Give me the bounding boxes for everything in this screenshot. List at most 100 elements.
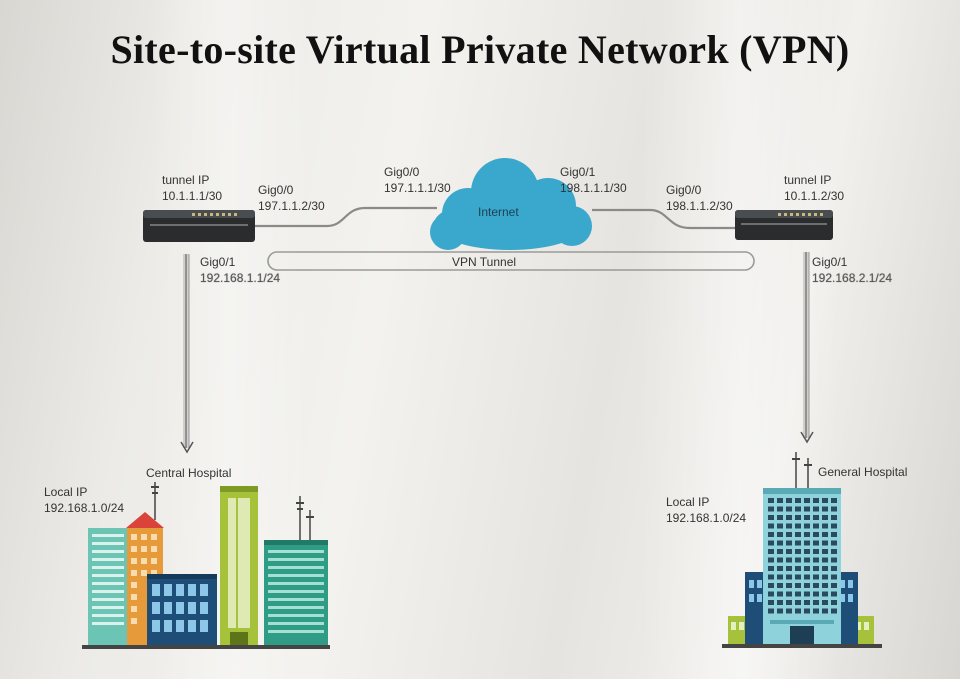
tower-window: [768, 523, 774, 529]
tower-window: [804, 574, 810, 580]
tower-window: [795, 600, 801, 605]
tower-window: [822, 549, 828, 554]
tower-window: [795, 540, 801, 546]
tower-window: [822, 608, 828, 614]
vpn-tunnel-label: VPN Tunnel: [452, 255, 517, 269]
left-router-icon: [143, 210, 255, 242]
general-local-value: 192.168.1.0/24: [666, 511, 747, 525]
left-tunnel-value: 10.1.1.1/30: [162, 189, 223, 203]
tower-window: [822, 566, 828, 571]
tower-window: [795, 549, 801, 554]
tower-window: [777, 515, 783, 520]
tower-window: [768, 557, 774, 563]
central-local-value: 192.168.1.0/24: [44, 501, 125, 515]
tower-window: [813, 608, 819, 614]
tower-window: [831, 608, 837, 614]
tower-window: [813, 540, 819, 546]
tower-window: [768, 540, 774, 546]
tower-window: [768, 574, 774, 580]
tower-window: [777, 566, 783, 571]
tower-window: [786, 506, 792, 512]
tower-window: [804, 506, 810, 512]
tower-window: [777, 540, 783, 546]
tower-window: [786, 515, 792, 520]
tower-window: [804, 608, 810, 614]
tower-window: [786, 591, 792, 597]
tower-window: [813, 557, 819, 563]
right-wan-interface: Gig0/0 198.1.1.2/30: [666, 182, 733, 214]
left-lan-ip: 192.168.1.1/24: [200, 271, 281, 285]
tower-window: [831, 498, 837, 503]
tower-window: [831, 583, 837, 588]
left-lan-if: Gig0/1: [200, 255, 236, 269]
internet-left-interface: Gig0/0 197.1.1.1/30: [384, 164, 451, 196]
tower-window: [831, 600, 837, 605]
tower-window: [777, 506, 783, 512]
tower-window: [768, 506, 774, 512]
tower-window: [804, 498, 810, 503]
tower-window: [786, 532, 792, 537]
tower-window: [813, 583, 819, 588]
right-wan-if: Gig0/0: [666, 183, 702, 197]
tower-window: [831, 506, 837, 512]
tower-window: [786, 574, 792, 580]
central-local-label: Local IP: [44, 485, 88, 499]
right-lan-if: Gig0/1: [812, 255, 848, 269]
tower-window: [786, 608, 792, 614]
tower-window: [777, 523, 783, 529]
tower-window: [768, 498, 774, 503]
tower-window: [804, 532, 810, 537]
tower-window: [804, 523, 810, 529]
tower-window: [822, 532, 828, 537]
tower-window: [777, 549, 783, 554]
right-lan-interface: Gig0/1 192.168.2.1/24: [812, 254, 892, 286]
left-wan-if: Gig0/0: [258, 183, 294, 197]
right-tunnel-value: 10.1.1.2/30: [784, 189, 845, 203]
vpn-tunnel: [267, 251, 755, 271]
right-tunnel-ip: tunnel IP 10.1.1.2/30: [784, 172, 844, 204]
tower-window: [786, 583, 792, 588]
tower-window: [795, 574, 801, 580]
central-local-ip: Local IP 192.168.1.0/24: [44, 484, 124, 516]
tower-window: [822, 574, 828, 580]
left-lan-interface: Gig0/1 192.168.1.1/24: [200, 254, 280, 286]
tower-window: [777, 608, 783, 614]
tower-window: [804, 540, 810, 546]
tower-window: [813, 523, 819, 529]
tower-window: [831, 557, 837, 563]
tower-window: [813, 498, 819, 503]
tower-window: [768, 608, 774, 614]
tower-window: [831, 574, 837, 580]
tower-window: [831, 523, 837, 529]
tower-window: [795, 566, 801, 571]
tower-window: [831, 566, 837, 571]
tower-window: [768, 515, 774, 520]
tower-window: [786, 498, 792, 503]
tower-window: [777, 591, 783, 597]
page-title: Site-to-site Virtual Private Network (VP…: [110, 27, 850, 72]
internet-right-ip: 198.1.1.1/30: [560, 181, 627, 195]
left-lan-arrow-down-icon: [180, 254, 194, 454]
tower-window: [795, 557, 801, 563]
tower-window: [795, 506, 801, 512]
tower-window: [831, 515, 837, 520]
tower-window: [813, 506, 819, 512]
tower-window: [804, 549, 810, 554]
tower-window: [822, 515, 828, 520]
tower-window: [804, 557, 810, 563]
internet-left-if: Gig0/0: [384, 165, 420, 179]
tower-window: [768, 600, 774, 605]
tower-window: [795, 523, 801, 529]
tower-window: [831, 549, 837, 554]
cloud-icon: [430, 158, 592, 250]
tower-window: [822, 498, 828, 503]
wan-link-right: [592, 208, 735, 230]
tower-window: [786, 566, 792, 571]
tower-window: [804, 591, 810, 597]
tower-window: [768, 583, 774, 588]
tower-window: [813, 515, 819, 520]
general-hospital-building-icon: [722, 452, 882, 648]
tower-window: [813, 532, 819, 537]
tower-window: [786, 540, 792, 546]
central-hospital-name: Central Hospital: [146, 466, 232, 480]
